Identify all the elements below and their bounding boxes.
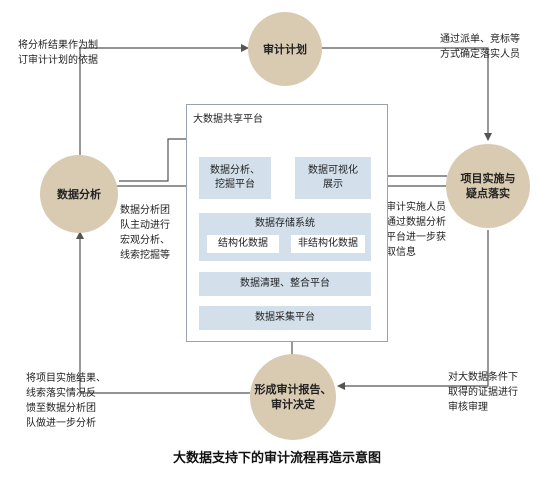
diagram-caption: 大数据支持下的审计流程再造示意图	[172, 451, 381, 466]
audit-plan-node: 审计计划	[248, 12, 322, 86]
project-implementation-node: 项目实施与 疑点落实	[446, 144, 530, 228]
big-data-platform: 大数据共享平台 数据分析、 挖掘平台 数据可视化 展示 数据存储系统 结构化数据…	[186, 104, 388, 342]
data-analysis-node: 数据分析	[40, 155, 118, 233]
note-bottom-right: 对大数据条件下 取得的证据进行 审核审理	[448, 372, 518, 413]
cleaning-platform-box: 数据清理、整合平台	[199, 272, 371, 296]
platform-title: 大数据共享平台	[193, 114, 263, 125]
audit-report-label: 形成审计报告、 审计决定	[254, 383, 332, 411]
note-top-left: 将分析结果作为制 订审计计划的依据	[18, 40, 98, 66]
visualization-box: 数据可视化 展示	[295, 157, 371, 199]
data-analysis-label: 数据分析	[57, 187, 101, 201]
storage-system-title: 数据存储系统	[255, 218, 315, 229]
analysis-mining-box: 数据分析、 挖掘平台	[199, 157, 271, 199]
note-bottom-left: 将项目实施结果、 线索落实情况反 馈至数据分析团 队做进一步分析	[26, 373, 106, 429]
unstructured-data-box: 非结构化数据	[291, 235, 365, 253]
collection-platform-box: 数据采集平台	[199, 306, 371, 330]
audit-plan-label: 审计计划	[263, 42, 307, 56]
project-implementation-label: 项目实施与 疑点落实	[460, 172, 516, 200]
audit-report-node: 形成审计报告、 审计决定	[250, 354, 336, 440]
note-top-right: 通过派单、竞标等 方式确定落实人员	[440, 34, 520, 60]
structured-data-box: 结构化数据	[207, 235, 279, 253]
note-middle-right: 审计实施人员 通过数据分析 平台进一步获 取信息	[386, 202, 446, 258]
note-middle-left: 数据分析团 队主动进行 宏观分析、 线索挖掘等	[120, 205, 170, 261]
storage-system-box: 数据存储系统 结构化数据 非结构化数据	[199, 213, 371, 261]
